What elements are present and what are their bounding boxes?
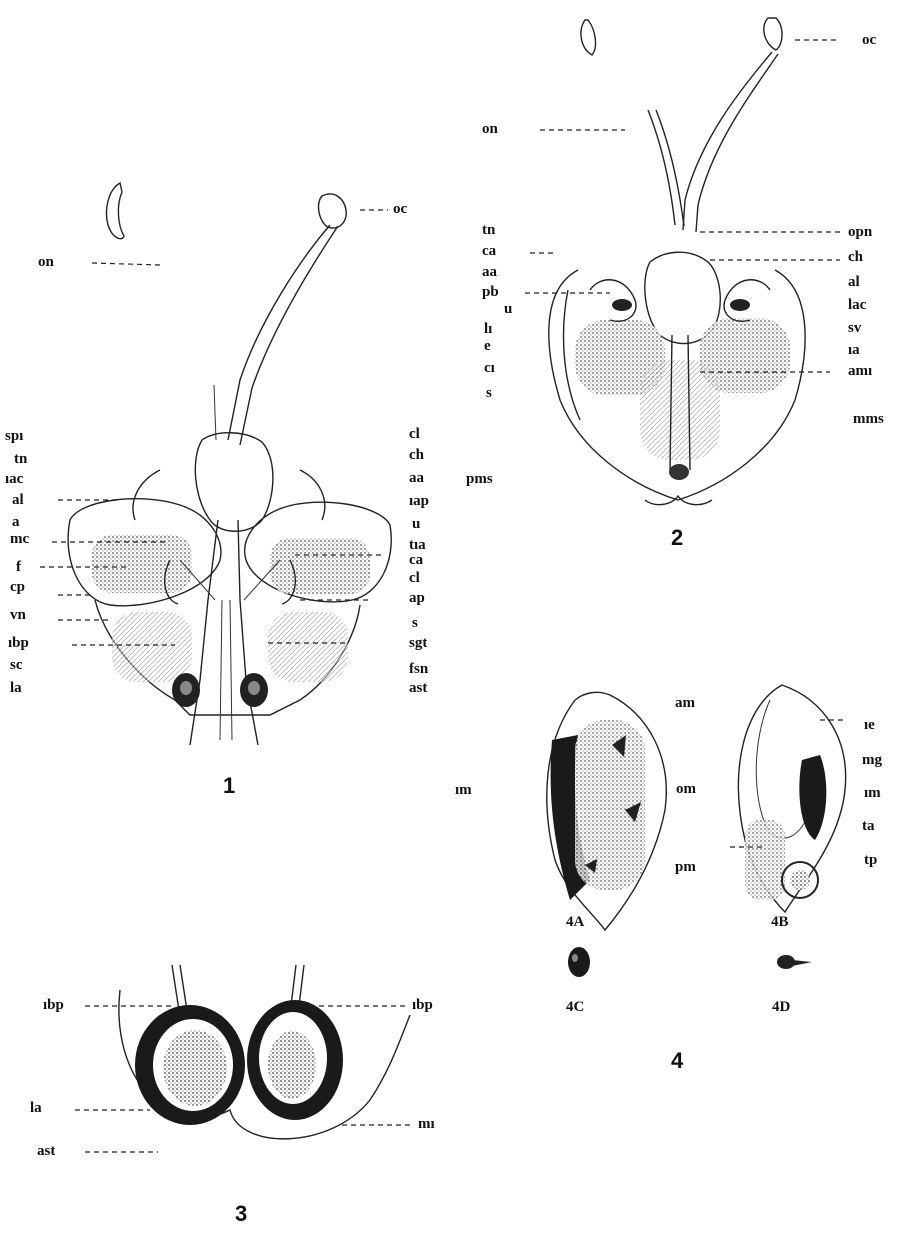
fig1-label-f: f (16, 560, 21, 575)
figure-2-number: 2 (671, 527, 683, 549)
fig4-sublabel-4B: 4B (771, 915, 789, 930)
fig4-sublabel-4A: 4A (566, 915, 584, 930)
fig1-label-tia: tıa (409, 538, 426, 553)
fig4-label-ie: ıe (864, 718, 875, 733)
fig1-label-spi: spı (5, 429, 23, 444)
fig4-label-im-left: ım (455, 783, 472, 798)
fig1-label-on: on (38, 255, 54, 270)
fig1-label-cl-low: cl (409, 571, 420, 586)
fig2-label-on: on (482, 122, 498, 137)
fig2-label-mms: mms (853, 412, 884, 427)
fig1-label-sc: sc (10, 658, 23, 673)
fig2-label-u: u (504, 302, 512, 317)
fig1-label-cl-top: cl (409, 427, 420, 442)
fig1-label-ast: ast (409, 681, 427, 696)
fig2-label-oc: oc (862, 33, 876, 48)
fig1-label-pms: pms (466, 472, 493, 487)
fig1-label-cp: cp (10, 580, 25, 595)
fig3-label-mi: mı (418, 1117, 435, 1132)
fig4-label-om: om (676, 782, 696, 797)
fig1-label-tn: tn (14, 452, 27, 467)
fig1-label-al: al (12, 493, 24, 508)
fig2-label-lac: lac (848, 298, 866, 313)
fig1-label-ca: ca (409, 553, 423, 568)
fig3-label-ast: ast (37, 1144, 55, 1159)
fig1-label-ibp: ıbp (8, 636, 29, 651)
fig2-label-al: al (848, 275, 860, 290)
fig2-label-ia: ıa (848, 343, 860, 358)
fig4-label-im-right: ım (864, 786, 881, 801)
fig2-label-sv: sv (848, 321, 861, 336)
fig1-label-ap: ap (409, 591, 425, 606)
fig4-sublabel-4C: 4C (566, 1000, 584, 1015)
fig1-label-fsn: fsn (409, 662, 428, 677)
figure-2-drawing (525, 18, 840, 505)
fig4-label-mg: mg (862, 753, 882, 768)
fig2-label-tn: tn (482, 223, 495, 238)
fig1-label-iac: ıac (5, 472, 23, 487)
figure-4-number: 4 (671, 1050, 683, 1072)
fig2-label-opn: opn (848, 225, 872, 240)
fig3-label-ibp-right: ıbp (412, 998, 433, 1013)
fig1-label-la: la (10, 681, 22, 696)
fig1-label-s: s (412, 616, 418, 631)
fig4-label-tp: tp (864, 853, 877, 868)
fig1-label-a: a (12, 515, 20, 530)
fig4-label-pm: pm (675, 860, 696, 875)
fig1-label-sgt: sgt (409, 636, 427, 651)
fig1-label-aa: aa (409, 471, 424, 486)
fig1-label-iap: ıap (409, 494, 429, 509)
fig2-label-ch: ch (848, 250, 863, 265)
fig2-label-li: lı (484, 322, 492, 337)
fig1-label-mc: mc (10, 532, 29, 547)
fig3-label-ibp-left: ıbp (43, 998, 64, 1013)
fig2-label-pb: pb (482, 285, 499, 300)
fig2-label-ami: amı (848, 364, 872, 379)
fig2-label-e: e (484, 339, 491, 354)
figure-1-number: 1 (223, 775, 235, 797)
fig2-label-ca: ca (482, 244, 496, 259)
figure-3-drawing (75, 965, 412, 1152)
fig1-label-u: u (412, 517, 420, 532)
figure-1-drawing (40, 183, 391, 745)
fig1-label-vn: vn (10, 608, 26, 623)
figure-4-drawing (547, 685, 846, 977)
figure-3-number: 3 (235, 1203, 247, 1225)
fig4-label-am: am (675, 696, 695, 711)
fig4-label-ta: ta (862, 819, 875, 834)
fig2-label-s: s (486, 386, 492, 401)
fig1-label-oc: oc (393, 202, 407, 217)
fig3-label-la: la (30, 1101, 42, 1116)
fig2-label-ci: cı (484, 361, 495, 376)
fig4-sublabel-4D: 4D (772, 1000, 790, 1015)
fig2-label-aa: aa (482, 265, 497, 280)
fig1-label-ch: ch (409, 448, 424, 463)
